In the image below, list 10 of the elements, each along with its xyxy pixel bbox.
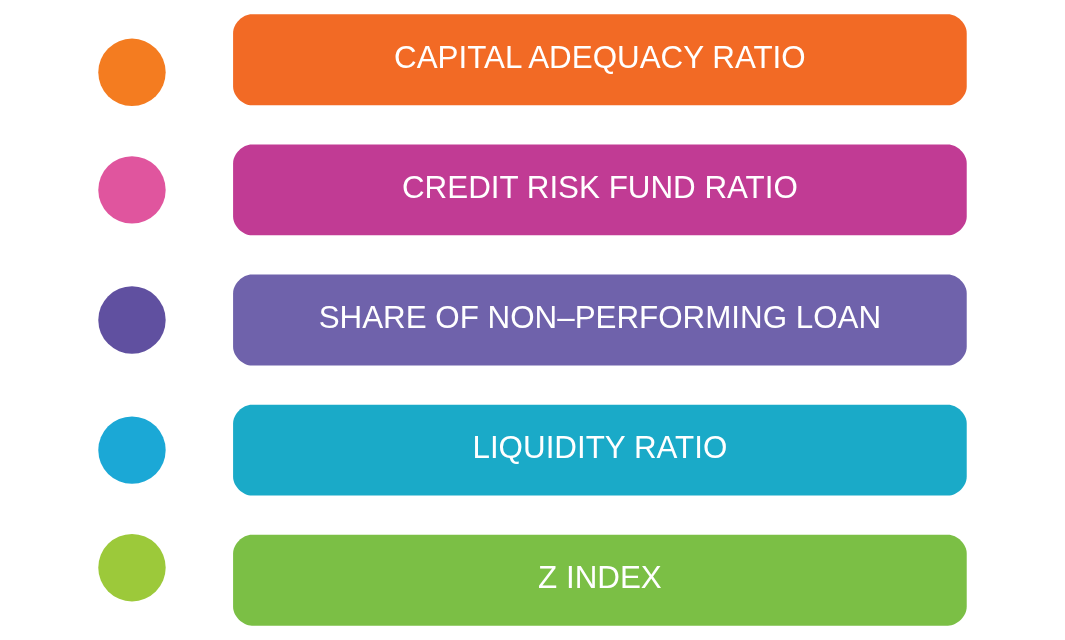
node-circle — [98, 534, 166, 602]
node-box: SHARE OF NON–PERFORMING LOAN — [233, 274, 967, 366]
node-circle — [98, 286, 166, 354]
node-circle — [98, 38, 166, 106]
node-circle — [98, 416, 166, 484]
node-box: Z INDEX — [233, 534, 967, 626]
node-circle — [98, 156, 166, 224]
node-box: CREDIT RISK FUND RATIO — [233, 144, 967, 236]
node-box: LIQUIDITY RATIO — [233, 404, 967, 496]
node-box: CAPITAL ADEQUACY RATIO — [233, 14, 967, 106]
